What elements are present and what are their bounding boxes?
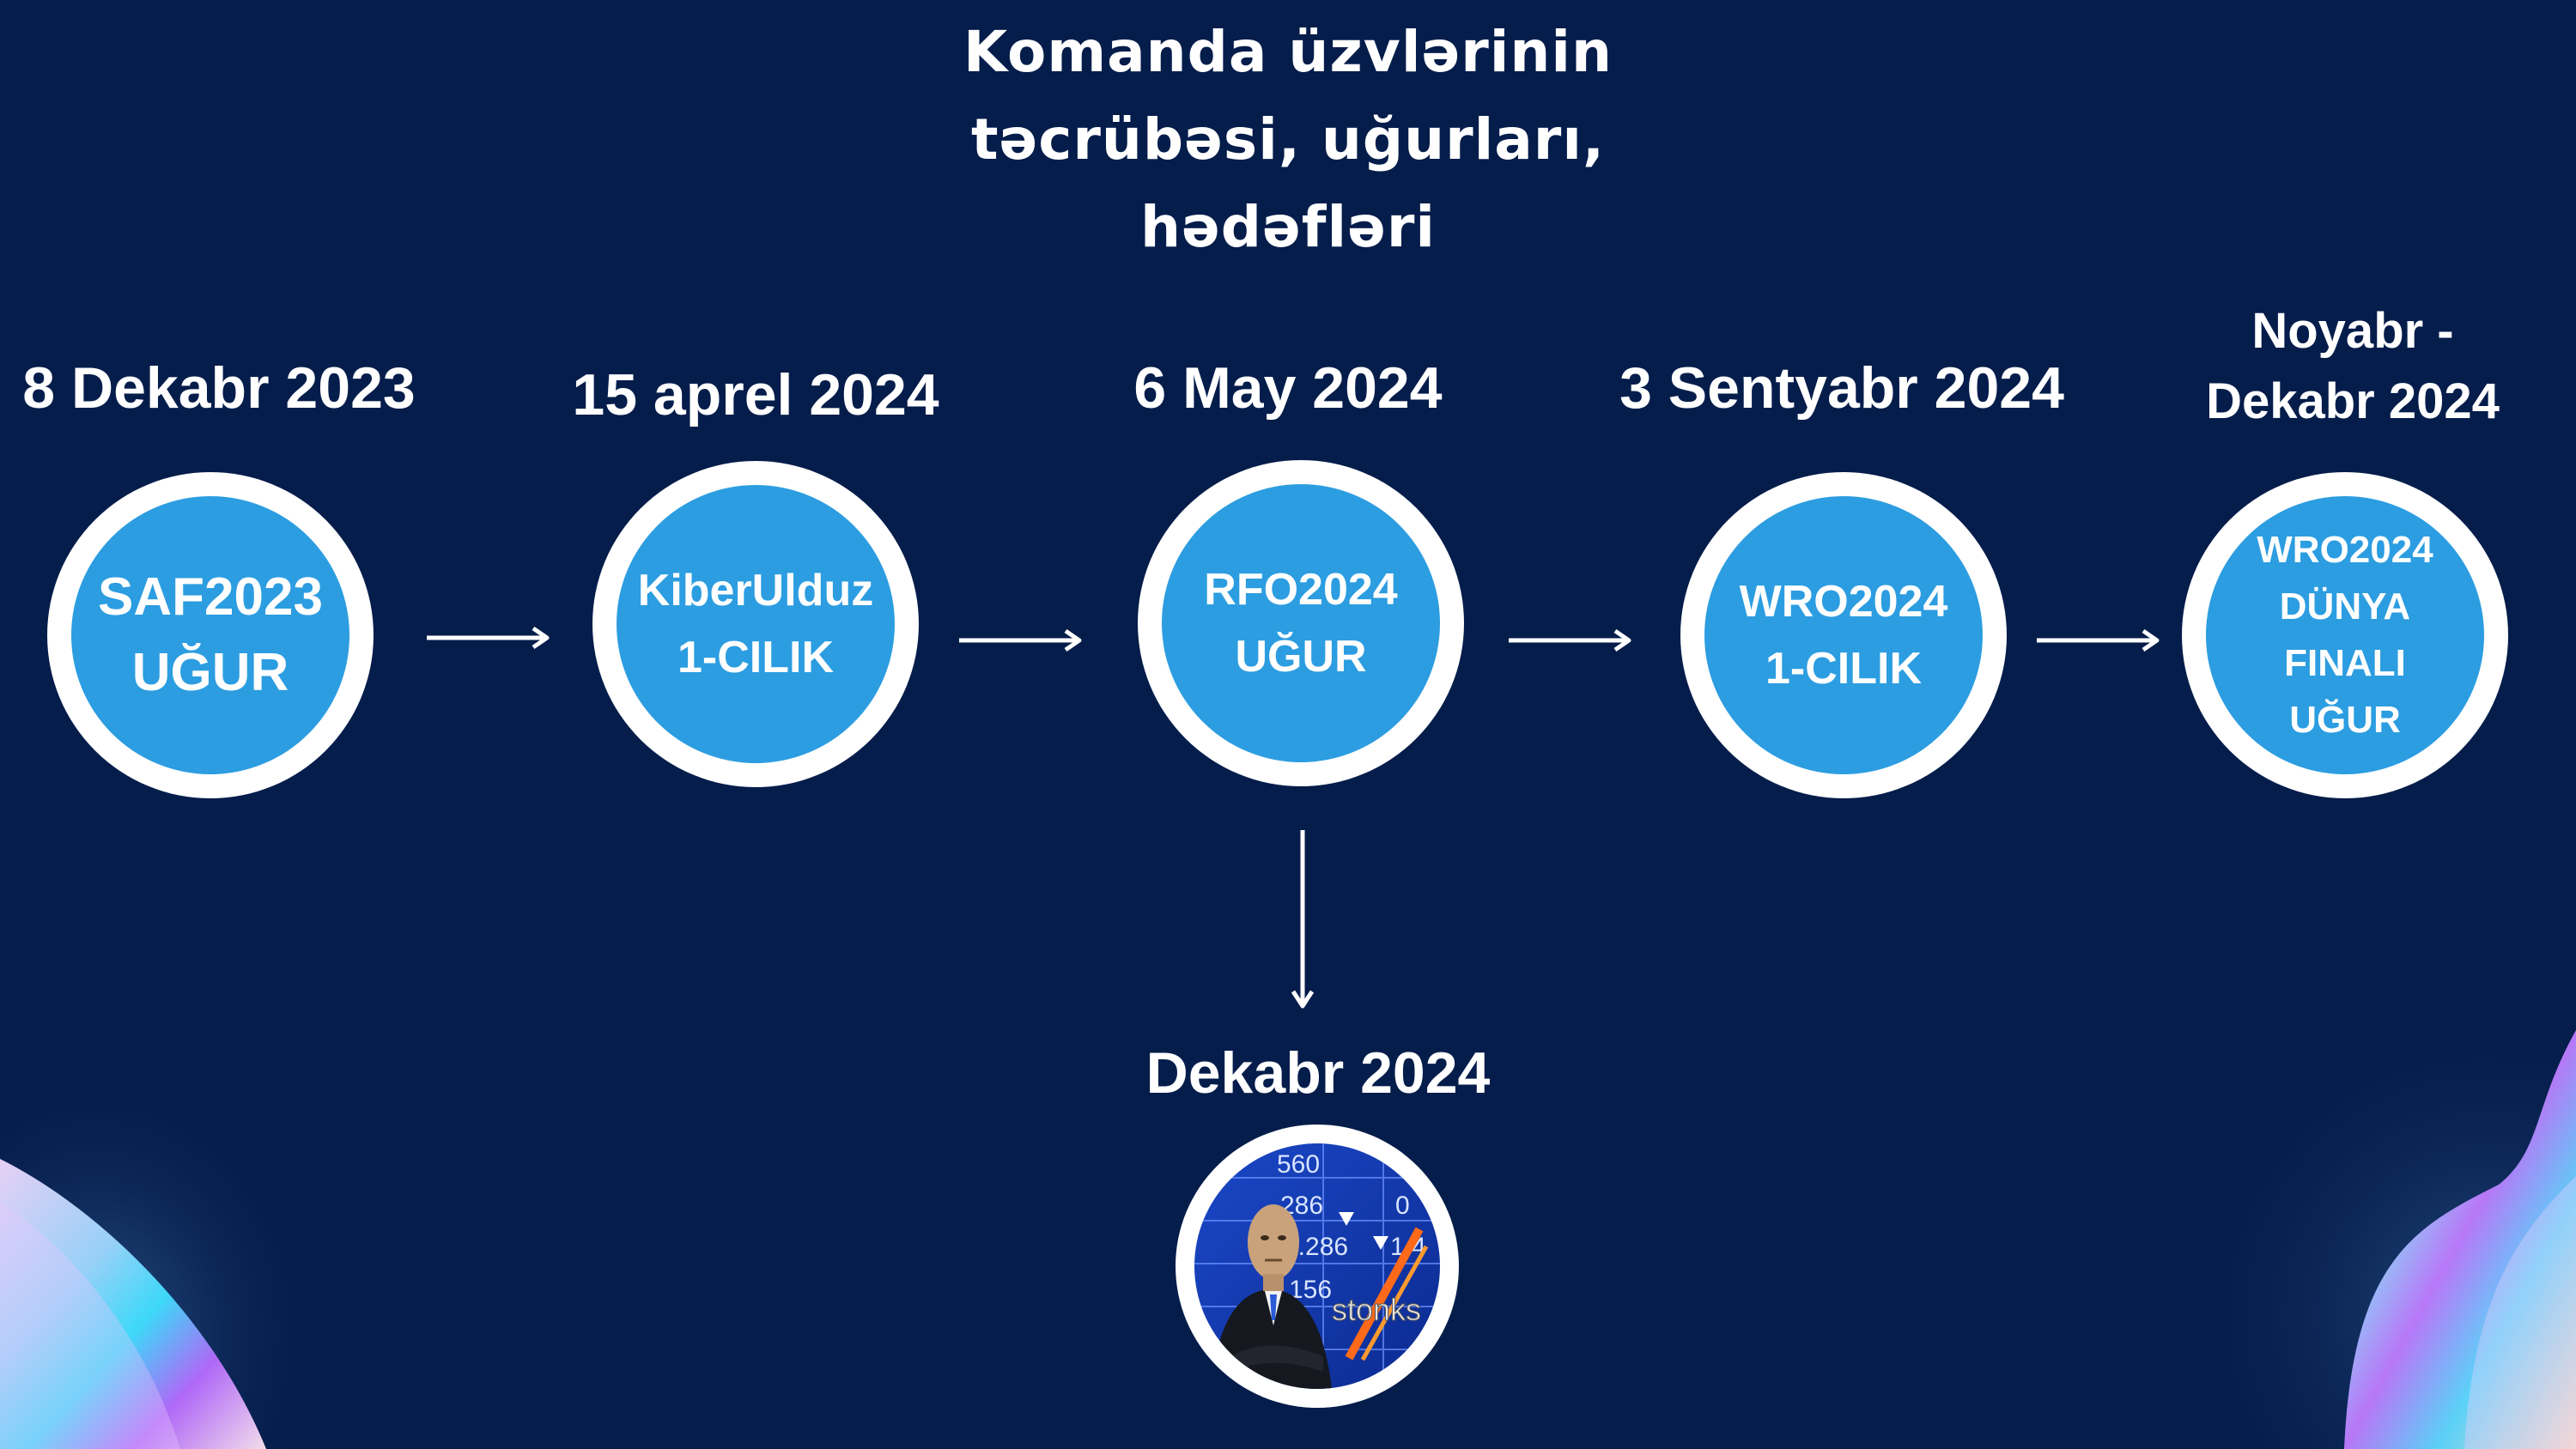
arrow-down — [1291, 830, 1315, 1009]
milestone-3-date: 6 May 2024 — [1133, 355, 1443, 421]
milestone-1-label-line-1: SAF2023 — [98, 567, 323, 627]
milestone-5-label-line-1: WRO2024 — [2257, 529, 2433, 571]
milestone-3-label-line-1: RFO2024 — [1204, 565, 1398, 615]
milestone-2-label-line-2: 1-CILIK — [677, 633, 834, 682]
board-number-6: 0 — [1395, 1191, 1410, 1220]
milestone-2-node: KiberUlduz 1-CILIK — [592, 461, 919, 787]
milestone-5-node: WRO2024 DÜNYA FINALI UĞUR — [2182, 472, 2508, 798]
milestone-1-date: 8 Dekabr 2023 — [22, 355, 416, 421]
branch-image-frame: 560 286 2.286 156 1.4 0 stonks — [1176, 1125, 1459, 1408]
title-line-1: Komanda üzvlərinin — [963, 19, 1613, 85]
stonks-caption: stonks — [1332, 1292, 1421, 1327]
milestone-5-date: Noyabr - Dekabr 2024 — [2164, 296, 2542, 437]
arrow-right-2 — [959, 628, 1082, 652]
milestone-3-node: RFO2024 UĞUR — [1138, 460, 1464, 786]
milestone-5-label-line-4: UĞUR — [2289, 699, 2401, 741]
board-number-1: 560 — [1277, 1150, 1320, 1179]
milestone-5-label-line-2: DÜNYA — [2279, 585, 2411, 627]
title-line-2: təcrübəsi, uğurları, — [970, 106, 1606, 173]
milestone-2-date: 15 aprel 2024 — [572, 362, 939, 427]
milestone-4-label-line-2: 1-CILIK — [1765, 644, 1922, 694]
title-line-3: hədəfləri — [1139, 194, 1437, 260]
milestone-4-node: WRO2024 1-CILIK — [1680, 472, 2007, 798]
milestone-5-label-line-3: FINALI — [2284, 642, 2406, 684]
decorative-blob-left — [0, 1064, 326, 1449]
milestone-4-label-line-1: WRO2024 — [1739, 577, 1948, 627]
milestone-4-date: 3 Sentyabr 2024 — [1619, 355, 2064, 421]
stonks-meme-image: 560 286 2.286 156 1.4 0 stonks — [1194, 1143, 1440, 1389]
arrow-right-3 — [1509, 628, 1631, 652]
milestone-1-node: SAF2023 UĞUR — [47, 472, 374, 798]
branch-date: Dekabr 2024 — [1145, 1040, 1491, 1106]
decorative-blob-right — [2129, 1004, 2576, 1449]
arrow-right-1 — [427, 626, 550, 650]
milestone-5-date-line-1: Noyabr - — [2251, 303, 2454, 359]
milestone-2-label-line-1: KiberUlduz — [637, 566, 874, 615]
page-title: Komanda üzvlərinin təcrübəsi, uğurları, … — [816, 9, 1760, 271]
milestone-1-label-line-2: UĞUR — [131, 643, 289, 702]
milestone-5-date-line-2: Dekabr 2024 — [2206, 373, 2500, 429]
arrow-right-4 — [2037, 628, 2160, 652]
milestone-3-label-line-2: UĞUR — [1235, 632, 1367, 682]
